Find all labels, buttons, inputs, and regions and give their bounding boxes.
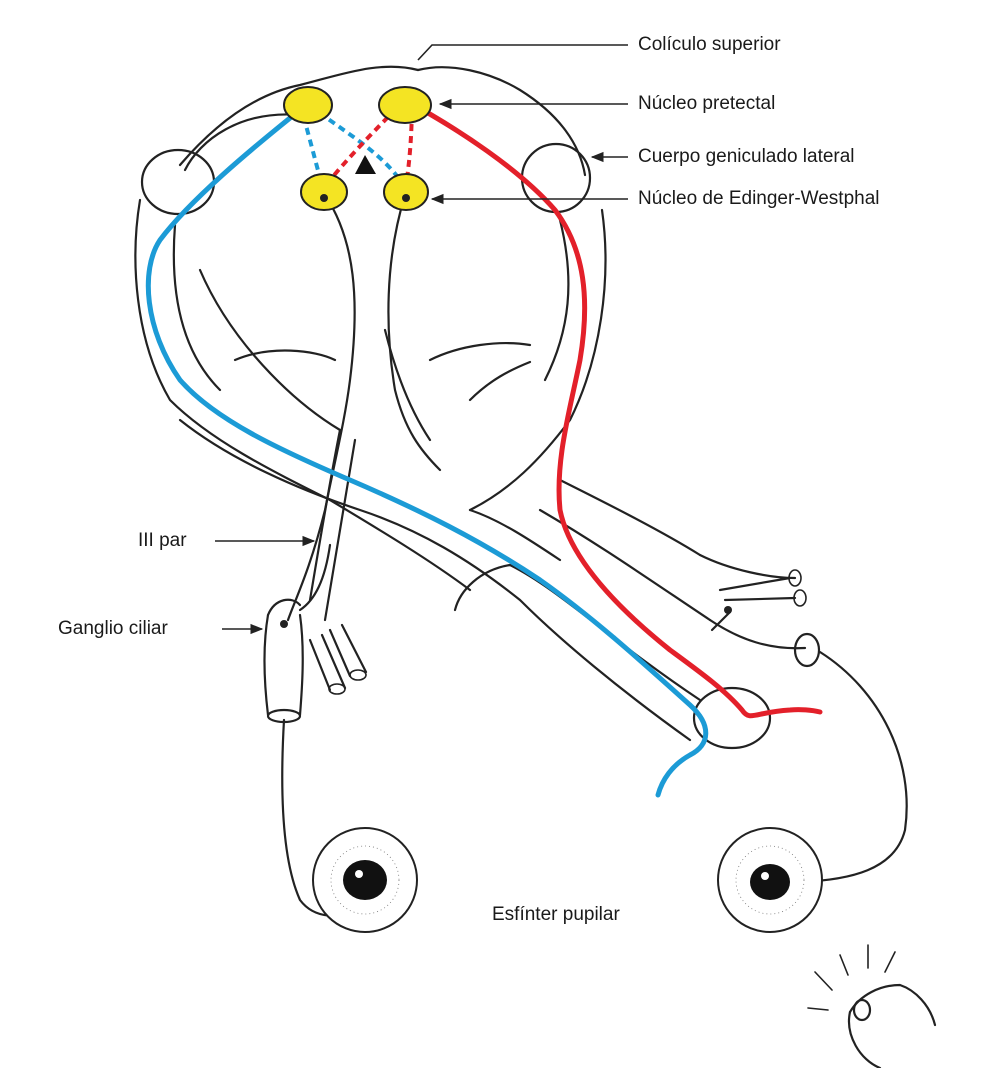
label-lateral-geniculate: Cuerpo geniculado lateral xyxy=(638,146,855,168)
left-pretectal-nucleus xyxy=(284,87,332,123)
label-pupillary-sphincter: Esfínter pupilar xyxy=(492,904,620,926)
left-edinger-westphal-nucleus xyxy=(301,174,347,210)
right-lateral-geniculate xyxy=(522,144,590,212)
midbrain-outline xyxy=(135,67,605,510)
ciliary-dot-right xyxy=(724,606,732,614)
ew-dot-right xyxy=(402,194,410,202)
ew-dot-left xyxy=(320,194,328,202)
inner-fibers xyxy=(180,270,710,740)
triangle-marker xyxy=(355,155,376,174)
left-afferent-pathway xyxy=(148,105,705,795)
label-edinger-westphal: Núcleo de Edinger-Westphal xyxy=(638,188,880,210)
flashlight-icon xyxy=(808,945,935,1068)
left-eye xyxy=(313,828,417,932)
label-superior-colliculus: Colículo superior xyxy=(638,34,781,56)
label-ciliary-ganglion: Ganglio ciliar xyxy=(58,618,168,640)
left-lateral-geniculate xyxy=(142,150,214,214)
efferent-fibers xyxy=(282,195,906,916)
label-pretectal-nucleus: Núcleo pretectal xyxy=(638,93,775,115)
right-edinger-westphal-nucleus xyxy=(384,174,428,210)
ciliary-dot-left xyxy=(280,620,288,628)
label-third-nerve: III par xyxy=(138,530,187,552)
right-pretectal-nucleus xyxy=(379,87,431,123)
optic-nerves xyxy=(694,555,819,748)
right-eye xyxy=(718,828,822,932)
